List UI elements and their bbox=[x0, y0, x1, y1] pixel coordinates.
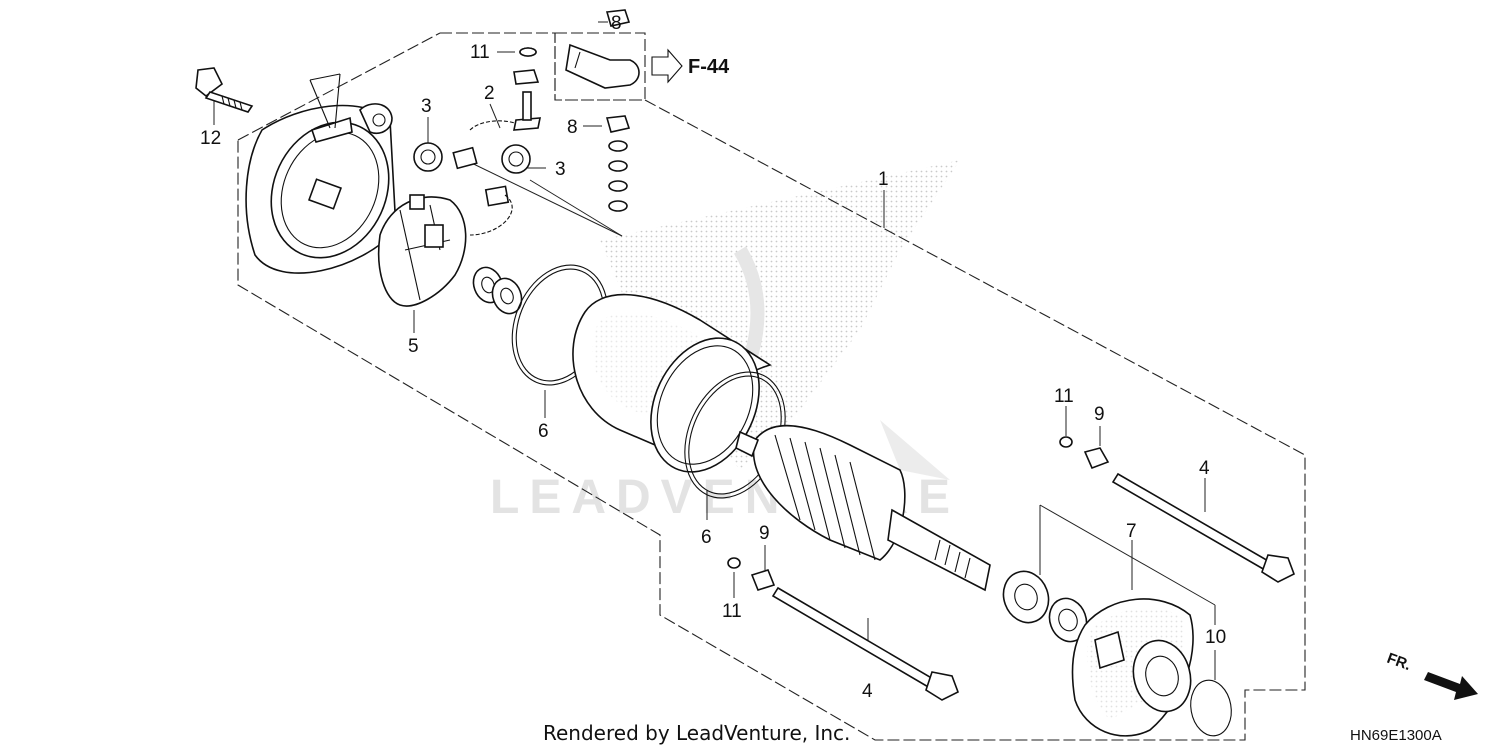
washer-part-11-top bbox=[519, 47, 537, 57]
callout-6-right: 6 bbox=[701, 527, 712, 548]
bolt-part-12 bbox=[195, 67, 254, 113]
brush-holder-plate-part-5 bbox=[377, 194, 467, 307]
rendered-by-footer: Rendered by LeadVenture, Inc. bbox=[543, 721, 850, 745]
callout-9-left: 9 bbox=[759, 523, 770, 544]
callout-2: 2 bbox=[484, 83, 495, 104]
callout-8-lower: 8 bbox=[567, 117, 578, 138]
terminal-washers-stack bbox=[605, 9, 631, 212]
callout-9-right: 9 bbox=[1094, 404, 1105, 425]
rear-cover bbox=[245, 73, 397, 274]
front-cover-part-7 bbox=[1071, 598, 1194, 737]
callout-5: 5 bbox=[408, 336, 419, 357]
callout-11-top: 11 bbox=[470, 42, 490, 63]
bearing-small bbox=[1048, 597, 1088, 643]
washer-part-11-left bbox=[727, 557, 741, 569]
leader-lines bbox=[213, 21, 1216, 680]
bearing-large bbox=[1002, 570, 1050, 624]
callout-4-left: 4 bbox=[862, 681, 873, 702]
yoke-housing bbox=[572, 293, 772, 473]
front-direction-arrow bbox=[1424, 672, 1478, 700]
brush-terminal-part-2 bbox=[452, 47, 541, 236]
callout-11-right: 11 bbox=[1054, 386, 1074, 407]
callout-3-right: 3 bbox=[555, 159, 566, 180]
callout-6-left: 6 bbox=[538, 421, 549, 442]
callout-1: 1 bbox=[878, 169, 889, 190]
callout-11-left: 11 bbox=[722, 601, 742, 622]
reference-arrow bbox=[651, 48, 683, 84]
o-ring-part-10 bbox=[1190, 679, 1232, 737]
through-bolt-part-4-left bbox=[771, 586, 960, 701]
front-indicator-label: FR. bbox=[1385, 650, 1414, 674]
washer-part-9-left bbox=[750, 569, 776, 591]
callout-8-top: 8 bbox=[611, 13, 622, 34]
callouts: 1 2 3 3 4 4 5 6 6 7 8 8 9 9 10 11 11 11 … bbox=[200, 13, 1226, 702]
callout-7: 7 bbox=[1126, 521, 1137, 542]
brush-spring-part-3-left bbox=[413, 142, 443, 172]
callout-10: 10 bbox=[1205, 627, 1226, 648]
through-bolt-part-4-right bbox=[1111, 472, 1296, 583]
callout-3-left: 3 bbox=[421, 96, 432, 117]
diagram-code: HN69E1300A bbox=[1350, 727, 1442, 744]
thrust-washers bbox=[472, 266, 523, 315]
callout-12: 12 bbox=[200, 128, 221, 149]
washer-part-11-right bbox=[1059, 436, 1073, 448]
armature bbox=[735, 424, 991, 592]
callout-4-right: 4 bbox=[1199, 458, 1210, 479]
brush-spring-part-3-right bbox=[501, 144, 531, 174]
reference-label: F-44 bbox=[688, 56, 730, 78]
terminal-cap bbox=[565, 43, 640, 89]
washer-part-9-right bbox=[1083, 447, 1110, 470]
